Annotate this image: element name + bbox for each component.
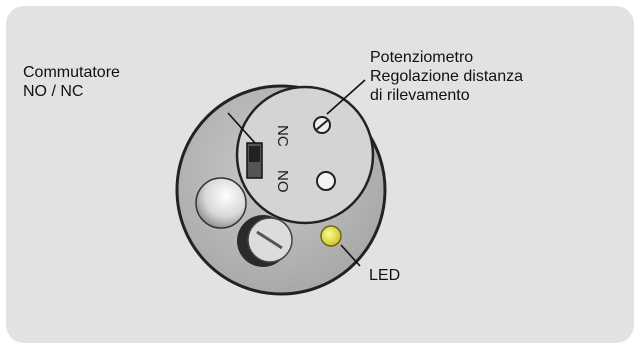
slide-switch-icon (246, 142, 263, 179)
connector-screw (237, 215, 293, 267)
switch-mark-nc: NC (274, 125, 291, 147)
slotted-screw-icon (313, 116, 331, 134)
leader-line-switch (227, 112, 256, 144)
adjust-hole (316, 171, 336, 191)
led-icon (320, 225, 342, 247)
lens-dome (195, 177, 247, 229)
label-switch: Commutatore NO / NC (23, 64, 120, 100)
inner-disc (235, 85, 375, 225)
leader-line-led (340, 244, 361, 267)
leader-line-potentiometer (326, 79, 366, 115)
label-potentiometer: Potenziometro Regolazione distanza di ri… (370, 49, 523, 104)
switch-mark-no: NO (274, 170, 291, 193)
label-led: LED (369, 267, 401, 284)
